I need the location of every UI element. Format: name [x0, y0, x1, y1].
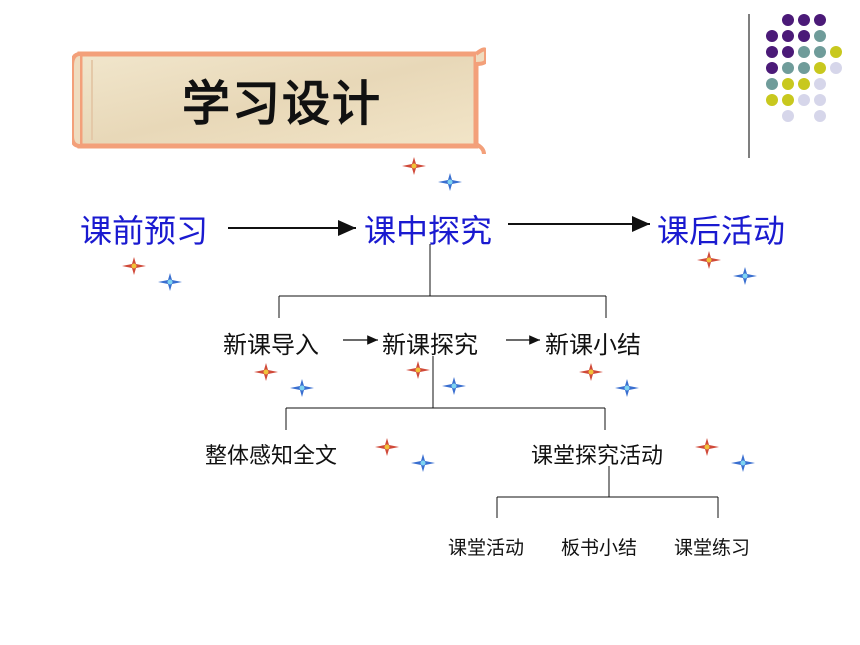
grid-dot [830, 46, 842, 58]
sparkle-icon [733, 267, 757, 285]
grid-dot [814, 14, 826, 26]
grid-dot [814, 46, 826, 58]
grid-dot [782, 46, 794, 58]
stage-label: 课前预习 [80, 212, 209, 250]
grid-dot [798, 94, 810, 106]
grid-dot [766, 46, 778, 58]
grid-dot [798, 62, 810, 74]
activity-label: 整体感知全文 [205, 444, 338, 469]
sparkle-icon [695, 438, 719, 456]
grid-dot [798, 14, 810, 26]
grid-dot [766, 62, 778, 74]
sparkle-icon [406, 361, 430, 379]
grid-dot [814, 78, 826, 90]
sparkle-icon [697, 251, 721, 269]
page-title: 学习设计 [182, 76, 383, 132]
grid-dot [814, 62, 826, 74]
sparkle-icon [438, 173, 462, 191]
stage-label: 课后活动 [657, 212, 786, 250]
grid-dot [782, 94, 794, 106]
grid-dot [766, 94, 778, 106]
sparkle-icon [402, 157, 426, 175]
sparkle-icon [122, 257, 146, 275]
grid-dot [782, 30, 794, 42]
sparkle-icon [442, 377, 466, 395]
grid-dot [782, 110, 794, 122]
activity-label: 课堂探究活动 [531, 444, 664, 469]
task-label: 课堂练习 [674, 537, 751, 559]
sparkle-icon [158, 273, 182, 291]
task-label: 板书小结 [561, 537, 638, 559]
sparkle-icon [375, 438, 399, 456]
grid-dot [782, 78, 794, 90]
sparkle-icon [254, 363, 278, 381]
sub-stage-label: 新课小结 [545, 331, 641, 359]
grid-dot [766, 30, 778, 42]
sub-stage-label: 新课探究 [382, 331, 478, 359]
sparkle-icon [290, 379, 314, 397]
grid-dot [798, 46, 810, 58]
sub-stage-label: 新课导入 [223, 331, 319, 359]
grid-dot [814, 110, 826, 122]
grid-dot [782, 62, 794, 74]
title-scroll-banner [72, 47, 486, 155]
task-label: 课堂活动 [448, 537, 525, 559]
grid-dot [814, 94, 826, 106]
stage-label: 课中探究 [364, 212, 493, 250]
grid-dot [766, 78, 778, 90]
sparkle-icon [615, 379, 639, 397]
grid-dot [798, 30, 810, 42]
grid-dot [782, 14, 794, 26]
sparkle-icon [579, 363, 603, 381]
sparkle-icon [731, 454, 755, 472]
grid-dot [798, 78, 810, 90]
sparkle-icon [411, 454, 435, 472]
grid-dot [814, 30, 826, 42]
grid-dot [830, 62, 842, 74]
